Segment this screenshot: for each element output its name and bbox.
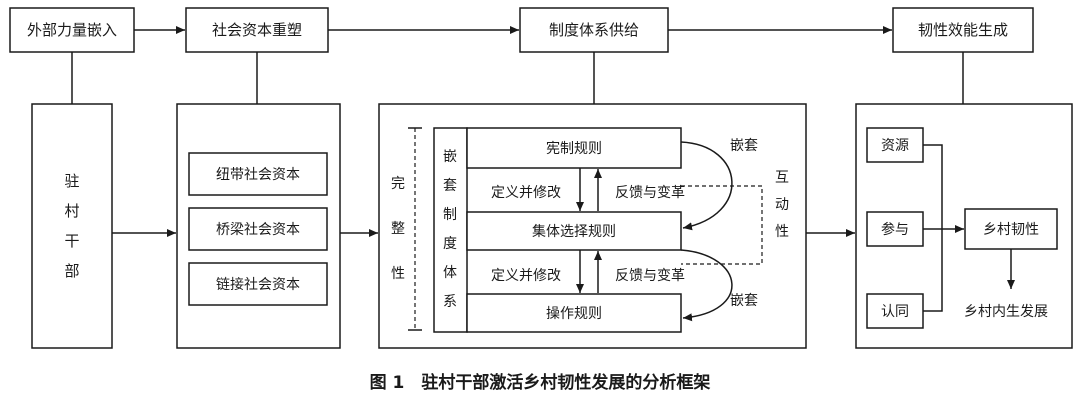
define-modify-lower: 定义并修改 (491, 268, 561, 284)
participation-label: 参与 (881, 221, 909, 238)
endogenous-development-label: 乡村内生发展 (964, 304, 1048, 320)
completeness-char-3: 性 (391, 266, 405, 282)
resilience-box: 资源 参与 认同 乡村韧性 乡村内生发展 (855, 103, 1073, 349)
stage-social-capital-reshaping: 社会资本重塑 (185, 7, 329, 53)
nesting-label-lower: 嵌套 (730, 293, 758, 309)
resources-label: 资源 (881, 138, 909, 154)
cadre-char-4: 部 (64, 262, 79, 280)
cadre-char-1: 驻 (64, 172, 79, 190)
nesting-label-upper: 嵌套 (730, 138, 758, 154)
completeness-char-1: 完 (391, 176, 405, 192)
rural-resilience-label: 乡村韧性 (983, 222, 1039, 238)
nested-char-5: 体 (443, 265, 457, 281)
cadre-char-2: 村 (64, 202, 79, 220)
nested-char-2: 套 (443, 178, 457, 194)
collective-choice-rules: 集体选择规则 (532, 223, 616, 240)
stage-institutional-label: 制度体系供给 (549, 21, 639, 39)
bonding-capital: 纽带社会资本 (216, 167, 300, 183)
stage-external-embedding-label: 外部力量嵌入 (27, 21, 117, 39)
stage-resilience-generation: 韧性效能生成 (892, 7, 1034, 53)
interactivity-dashed-bracket (681, 185, 763, 265)
interactivity-char-1: 互 (775, 170, 789, 186)
completeness-char-2: 整 (391, 221, 405, 237)
nesting-curve-lower (680, 249, 733, 322)
nesting-curve-upper (680, 141, 733, 231)
interactivity-char-2: 动 (775, 197, 789, 213)
nested-char-1: 嵌 (443, 149, 457, 165)
resilience-bracket (923, 144, 943, 312)
institution-box: 完 整 性 嵌 套 制 度 体 系 宪制规则 集体选择规则 操作规则 定义并修改… (378, 103, 807, 349)
nested-char-3: 制 (443, 207, 457, 223)
stage-institutional-supply: 制度体系供给 (519, 7, 669, 53)
nested-char-6: 系 (443, 294, 457, 310)
cadre-char-3: 干 (64, 232, 79, 250)
social-capital-box: 纽带社会资本 桥梁社会资本 链接社会资本 (176, 103, 341, 349)
nested-char-4: 度 (443, 236, 457, 252)
identity-label: 认同 (881, 304, 909, 320)
interactivity-char-3: 性 (775, 224, 789, 240)
operational-rules: 操作规则 (546, 306, 602, 322)
stage-social-capital-label: 社会资本重塑 (212, 21, 302, 39)
linking-capital: 链接社会资本 (216, 276, 300, 293)
stage-external-embedding: 外部力量嵌入 (9, 7, 135, 53)
feedback-change-upper: 反馈与变革 (615, 185, 685, 201)
figure-caption: 图 1 驻村干部激活乡村韧性发展的分析框架 (370, 372, 711, 393)
feedback-change-lower: 反馈与变革 (615, 268, 685, 284)
bridging-capital: 桥梁社会资本 (216, 222, 300, 238)
cadre-box: 驻 村 干 部 (31, 103, 113, 349)
stage-resilience-label: 韧性效能生成 (918, 21, 1008, 39)
constitutional-rules: 宪制规则 (546, 140, 602, 157)
define-modify-upper: 定义并修改 (491, 185, 561, 201)
